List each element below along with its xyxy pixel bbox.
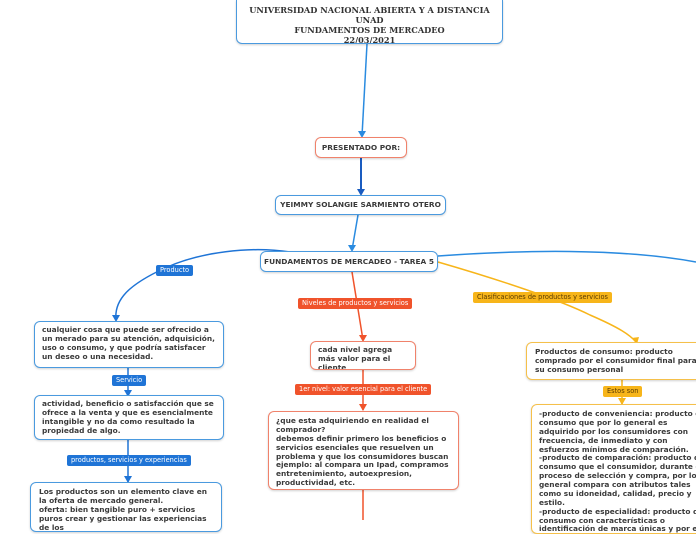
experiencias-text-2: oferta: bien tangible puro + servicios p… bbox=[39, 504, 207, 532]
tag-estos-son[interactable]: Estos son bbox=[603, 386, 643, 398]
tag-clasificaciones[interactable]: Clasificaciones de productos y servicios bbox=[473, 292, 612, 304]
tag-servicio[interactable]: Servicio bbox=[112, 375, 147, 387]
servicio-definition-node[interactable]: actividad, beneficio o satisfacción que … bbox=[34, 395, 224, 440]
university-title: UNIVERSIDAD NACIONAL ABIERTA Y A DISTANC… bbox=[249, 5, 490, 25]
productos-consumo-text: Productos de consumo: producto comprado … bbox=[535, 347, 696, 374]
experiencias-node[interactable]: Los productos son un elemento clave en l… bbox=[30, 482, 222, 532]
tipo-especialidad-text: -producto de especialidad: producto de c… bbox=[539, 506, 696, 534]
servicio-definition-text: actividad, beneficio o satisfacción que … bbox=[42, 399, 214, 435]
central-topic-node[interactable]: FUNDAMENTOS DE MERCADEO - TAREA 5 bbox=[260, 251, 438, 272]
presentado-node[interactable]: PRESENTADO POR: bbox=[315, 137, 407, 158]
primer-nivel-node[interactable]: ¿que esta adquiriendo en realidad el com… bbox=[268, 411, 459, 490]
producto-definition-node[interactable]: cualquier cosa que puede ser ofrecido a … bbox=[34, 321, 224, 368]
niveles-node[interactable]: cada nivel agrega más valor para el clie… bbox=[310, 341, 416, 370]
presentado-label: PRESENTADO POR: bbox=[321, 143, 401, 152]
tag-primer-nivel[interactable]: 1er nivel: valor esencial para el client… bbox=[295, 384, 432, 396]
central-topic-label: FUNDAMENTOS DE MERCADEO - TAREA 5 bbox=[264, 257, 434, 266]
tipo-comparacion-text: -producto de comparación: producto de co… bbox=[539, 453, 696, 507]
date-label: 22/03/2021 bbox=[343, 34, 396, 44]
productos-consumo-node[interactable]: Productos de consumo: producto comprado … bbox=[526, 342, 696, 380]
primer-nivel-answer: debemos definir primero los beneficios o… bbox=[276, 433, 449, 488]
tag-experiencias[interactable]: productos, servicios y experiencias bbox=[67, 455, 191, 467]
header-node[interactable]: UNIVERSIDAD NACIONAL ABIERTA Y A DISTANC… bbox=[236, 0, 503, 44]
tag-producto[interactable]: Producto bbox=[156, 265, 194, 277]
primer-nivel-question: ¿que esta adquiriendo en realidad el com… bbox=[276, 416, 429, 434]
course-title: FUNDAMENTOS DE MERCADEO bbox=[294, 24, 445, 35]
producto-definition-text: cualquier cosa que puede ser ofrecido a … bbox=[42, 325, 215, 361]
experiencias-text-1: Los productos son un elemento clave en l… bbox=[39, 487, 207, 505]
author-name: YEIMMY SOLANGIE SARMIENTO OTERO bbox=[280, 200, 441, 209]
tipos-productos-node[interactable]: -producto de conveniencia: producto de c… bbox=[531, 404, 696, 534]
author-node[interactable]: YEIMMY SOLANGIE SARMIENTO OTERO bbox=[275, 195, 446, 215]
tipo-conveniencia-text: -producto de conveniencia: producto de c… bbox=[539, 409, 696, 454]
tag-niveles[interactable]: Niveles de productos y servicios bbox=[298, 298, 413, 310]
niveles-text: cada nivel agrega más valor para el clie… bbox=[318, 345, 393, 370]
